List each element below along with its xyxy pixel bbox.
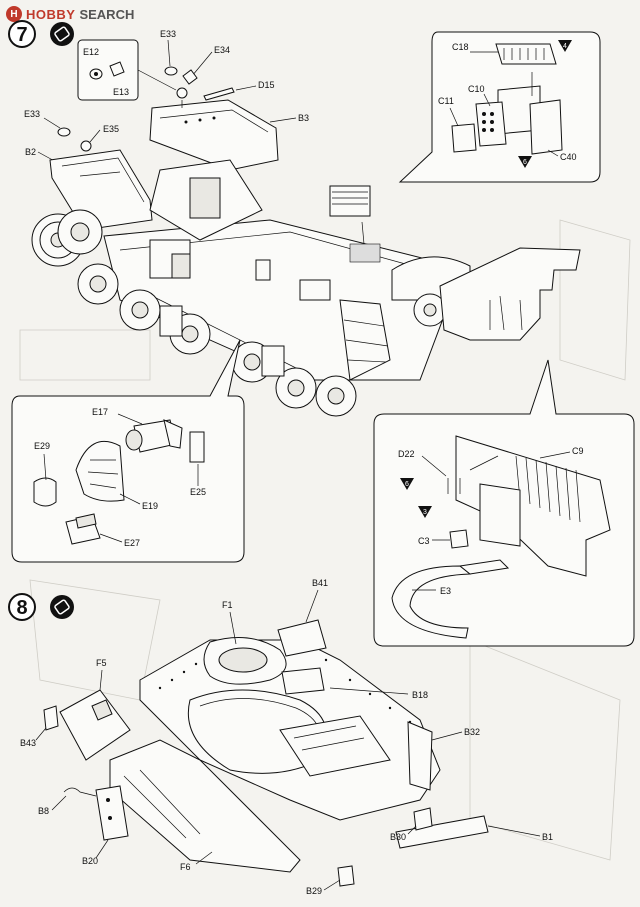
callout-c10-c18 (398, 31, 601, 183)
step-7-badge: 7 (8, 20, 74, 48)
label-b32: B32 (464, 727, 480, 737)
watermark-suffix: SEARCH (79, 6, 135, 22)
label-e35: E35 (103, 124, 119, 134)
label-b1: B1 (542, 832, 553, 842)
label-f1: F1 (222, 600, 233, 610)
part-b1 (395, 815, 489, 849)
marker-6-d22: 6 (405, 481, 409, 488)
label-b30: B30 (390, 832, 406, 842)
label-e27: E27 (124, 538, 140, 548)
part-b3-deck (149, 99, 279, 171)
label-c10: C10 (468, 84, 485, 94)
callout-e17-e19 (11, 339, 245, 563)
road-wheels (77, 263, 357, 417)
label-e34: E34 (214, 45, 230, 55)
label-f6: F6 (180, 862, 191, 872)
label-c9: C9 (572, 446, 584, 456)
hull-body (103, 159, 471, 381)
label-d15: D15 (258, 80, 275, 90)
label-b20: B20 (82, 856, 98, 866)
marker-6-callout: 6 (523, 159, 527, 166)
label-c11: C11 (438, 96, 454, 106)
label-c40: C40 (560, 152, 577, 162)
label-c3: C3 (418, 536, 430, 546)
hull-rear-bulkhead (439, 247, 581, 341)
part-b43 (43, 705, 59, 731)
label-d22: D22 (398, 449, 415, 459)
e12-e13-detail-box (77, 39, 177, 101)
label-e17: E17 (92, 407, 108, 417)
label-b2: B2 (25, 147, 36, 157)
callout-c9-e3 (373, 359, 635, 647)
marker-4: 4 (563, 43, 567, 50)
part-f6 (109, 739, 301, 873)
label-e33-top: E33 (160, 29, 176, 39)
part-b20 (95, 785, 129, 841)
label-b3: B3 (298, 113, 309, 123)
part-b29 (337, 865, 355, 887)
part-upper-hull (139, 637, 441, 821)
label-b8: B8 (38, 806, 49, 816)
label-e12: E12 (83, 47, 99, 57)
part-b41 (277, 619, 327, 657)
label-e33-left: E33 (24, 109, 40, 119)
step-7: 7 E12 E13 E33 E34 D15 B3 E33 E35 (8, 20, 635, 647)
part-f5 (59, 689, 131, 761)
label-b29: B29 (306, 886, 322, 896)
watermark-brand: HOBBY (26, 6, 76, 22)
label-f5: F5 (96, 658, 107, 668)
label-e25: E25 (190, 487, 206, 497)
step-8-badge: 8 (8, 593, 74, 621)
step-8: 8 B41 F1 (8, 578, 553, 896)
part-b30 (413, 807, 433, 831)
label-b43: B43 (20, 738, 36, 748)
step-8-number: 8 (16, 597, 27, 619)
part-sprocket-wheel (31, 209, 103, 267)
label-e13: E13 (113, 87, 129, 97)
marker-3: 3 (423, 509, 427, 516)
label-e3: E3 (440, 586, 451, 596)
label-b18: B18 (412, 690, 428, 700)
watermark: H HOBBY SEARCH (6, 4, 134, 24)
label-c18: C18 (452, 42, 469, 52)
watermark-badge: H (6, 6, 22, 22)
label-b41: B41 (312, 578, 328, 588)
label-e19: E19 (142, 501, 158, 511)
step-7-number: 7 (16, 24, 27, 46)
label-e29: E29 (34, 441, 50, 451)
